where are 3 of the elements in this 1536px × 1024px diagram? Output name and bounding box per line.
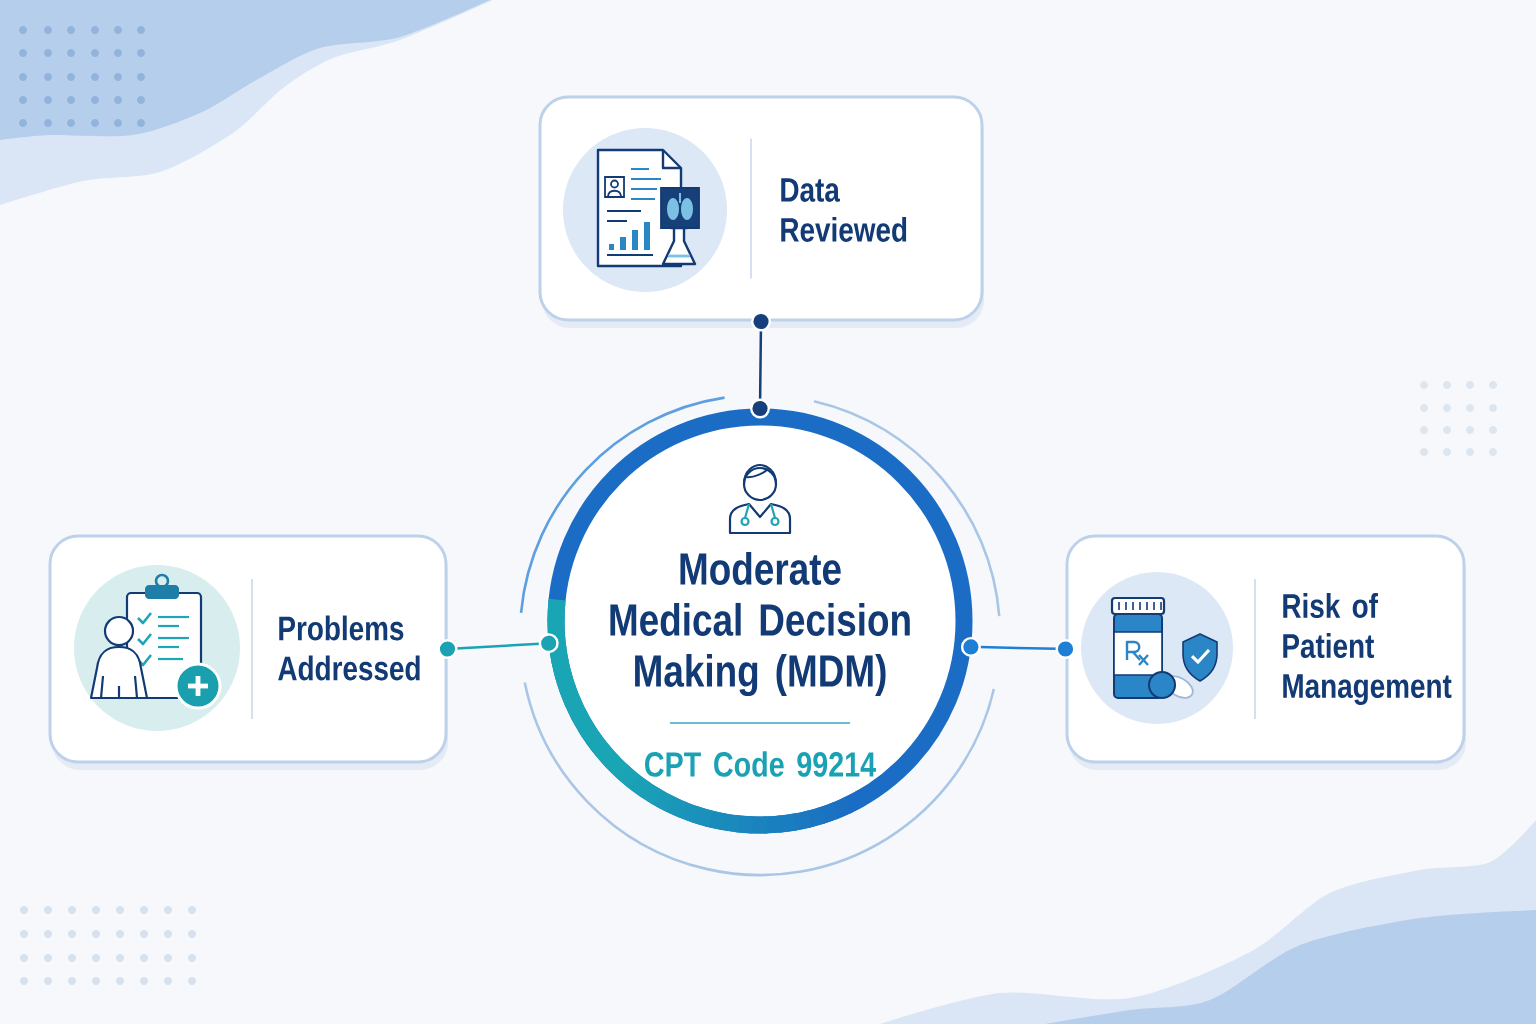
connector xyxy=(750,311,771,419)
connector xyxy=(437,633,559,659)
connector xyxy=(960,636,1076,659)
